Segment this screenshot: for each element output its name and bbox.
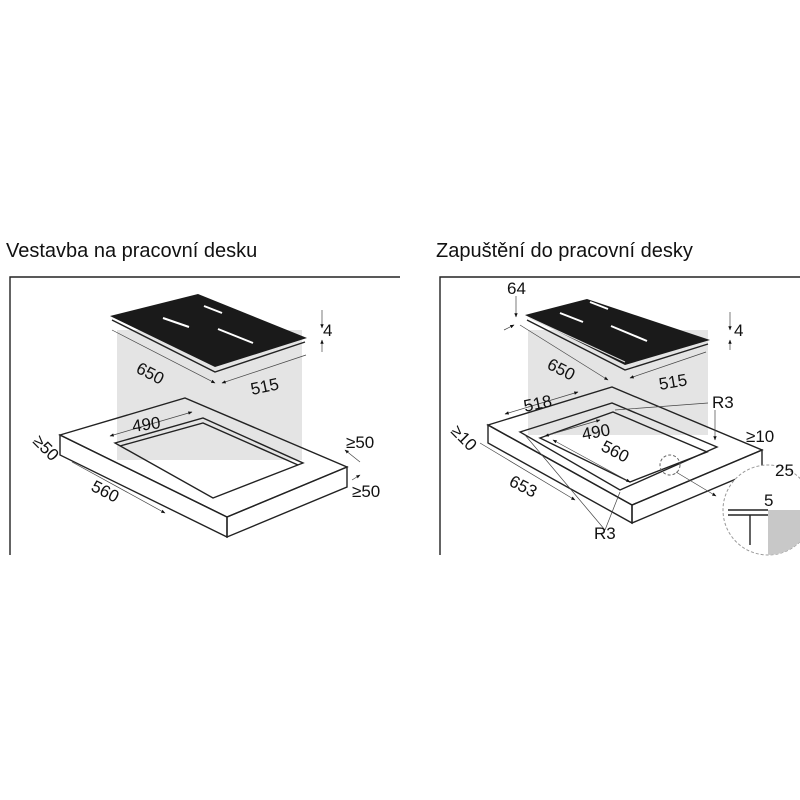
right-margin-right-label: ≥10 [746,427,774,446]
right-radius-top-label: R3 [712,393,734,412]
left-cut-width-label: 490 [131,413,162,436]
left-margin-right-bottom-label: ≥50 [352,482,380,501]
right-thickness-label: 4 [734,321,743,340]
right-diagram-title: Zapuštění do pracovní desky [436,240,693,262]
right-frame-label: 64 [507,279,526,298]
left-cut-length-label: 560 [88,477,122,507]
right-cut-width-label: 490 [580,420,611,444]
left-margin-left-label: ≥50 [29,431,62,464]
detail-depth-label: 5 [764,491,773,510]
left-thickness-label: 4 [323,321,332,340]
right-radius-bottom-label: R3 [594,524,616,543]
right-depth-label: 515 [657,370,688,394]
right-margin-left-label: ≥10 [447,421,480,454]
right-hob [525,299,710,365]
left-panel: 4 650 515 490 560 ≥50 ≥50 ≥50 [9,276,400,555]
left-diagram-title: Vestavba na pracovní desku [6,240,258,262]
right-frame [439,276,800,555]
right-cut-length-label: 560 [598,437,632,467]
left-frame [9,276,400,555]
left-hob [110,294,307,367]
detail-callout [722,464,800,556]
right-recess-depth-label: 25 [775,461,794,480]
left-margin-right-top-label: ≥50 [346,433,374,452]
right-panel: 64 4 650 515 518 490 560 653 R3 R3 ≥10 ≥… [439,276,800,556]
